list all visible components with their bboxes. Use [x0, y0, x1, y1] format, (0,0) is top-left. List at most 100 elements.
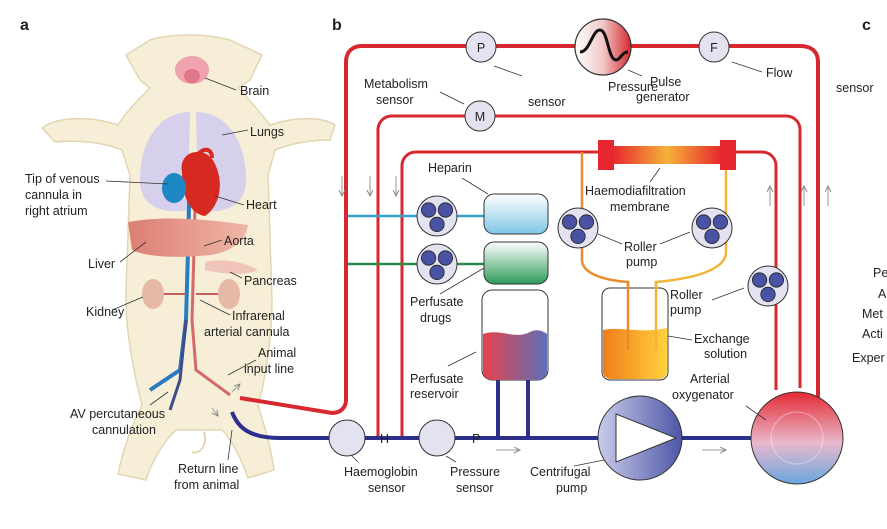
label-return-line: Return line from animal [174, 462, 239, 492]
svg-text:Roller: Roller [670, 288, 703, 302]
drug-container [483, 241, 549, 285]
svg-text:pump: pump [670, 303, 701, 317]
svg-text:Tip of venous: Tip of venous [25, 172, 100, 186]
pressure-sensor-bottom [418, 419, 456, 457]
label-infrarenal: Infrarenal arterial cannula [204, 309, 290, 339]
label-perfusate-drugs: Perfusate drugs [410, 295, 464, 325]
svg-text:cannula in: cannula in [25, 188, 82, 202]
svg-text:sensor: sensor [456, 481, 494, 495]
svg-text:Pe: Pe [873, 266, 887, 280]
label-liver: Liver [88, 257, 115, 271]
svg-text:sensor: sensor [368, 481, 406, 495]
svg-text:Perfusate: Perfusate [410, 372, 464, 386]
arterial-outer-loop [239, 44, 820, 416]
label-heart: Heart [246, 198, 277, 212]
svg-text:solution: solution [704, 347, 747, 361]
label-haemodiafiltration: Haemodiafiltration [585, 184, 686, 198]
svg-text:Pulse: Pulse [650, 75, 681, 89]
perfusate-reservoir [481, 289, 549, 381]
svg-text:from animal: from animal [174, 478, 239, 492]
svg-text:M: M [475, 110, 485, 124]
svg-text:generator: generator [636, 90, 690, 104]
centrifugal-pump [597, 395, 683, 481]
roller-pump-heparin [416, 195, 458, 237]
panel-b-letter: b [332, 17, 342, 34]
svg-text:A: A [878, 287, 887, 301]
svg-text:Metabolism: Metabolism [364, 77, 428, 91]
svg-text:Exchange: Exchange [694, 332, 750, 346]
arterial-inner-loop [400, 150, 778, 440]
panel-c-fragments: Pe A Met Acti Exper [852, 266, 887, 365]
svg-text:reservoir: reservoir [410, 387, 459, 401]
svg-text:input line: input line [244, 362, 294, 376]
liver-organ [128, 218, 248, 257]
kidney-left [142, 279, 164, 309]
label-flow: Flow [766, 66, 793, 80]
svg-text:Return line: Return line [178, 462, 238, 476]
label-lungs: Lungs [250, 125, 284, 139]
label-exchange-solution: Exchange solution [694, 332, 750, 361]
label-centrifugal-pump: Centrifugal pump [530, 465, 590, 495]
panel-c-letter: c [862, 17, 871, 34]
label-pressure-sensor-word: sensor [528, 95, 566, 109]
svg-text:Acti: Acti [862, 327, 883, 341]
label-kidney: Kidney [86, 305, 125, 319]
svg-text:arterial cannula: arterial cannula [204, 325, 290, 339]
label-brain: Brain [240, 84, 269, 98]
label-perfusate-reservoir: Perfusate reservoir [410, 372, 464, 401]
label-tip-venous: Tip of venous cannula in right atrium [25, 172, 100, 218]
svg-text:Centrifugal: Centrifugal [530, 465, 590, 479]
svg-text:drugs: drugs [420, 311, 451, 325]
right-atrium [162, 173, 186, 203]
svg-text:pump: pump [556, 481, 587, 495]
roller-pump-filtration-left [557, 207, 599, 249]
label-pressure: Pressure [608, 80, 658, 94]
label-av-cannulation: AV percutaneous cannulation [70, 407, 165, 437]
exchange-solution-container [601, 282, 669, 381]
label-membrane: membrane [610, 200, 670, 214]
heparin-container [483, 193, 549, 235]
anatomy-leaders [105, 77, 257, 461]
label-roller-pump-center: Roller pump [624, 240, 657, 269]
svg-text:right atrium: right atrium [25, 204, 88, 218]
svg-text:Met: Met [862, 307, 883, 321]
heart-organ [181, 151, 220, 216]
svg-text:cannulation: cannulation [92, 423, 156, 437]
svg-text:P: P [477, 41, 485, 55]
arterial-oxygenator [750, 391, 844, 485]
svg-text:F: F [710, 41, 718, 55]
symbol-h: H [380, 432, 389, 446]
flow-sensor: F [698, 31, 730, 63]
label-pressure-sensor-bottom: Pressure sensor [450, 465, 500, 495]
svg-text:oxygenator: oxygenator [672, 388, 734, 402]
pressure-sensor-top: P [465, 31, 497, 63]
venous-return-line [230, 411, 757, 440]
svg-text:sensor: sensor [376, 93, 414, 107]
panel-a-letter: a [20, 17, 29, 34]
svg-text:Infrarenal: Infrarenal [232, 309, 285, 323]
label-pulse-generator: Pulse generator [636, 75, 690, 104]
svg-text:Arterial: Arterial [690, 372, 730, 386]
label-roller-pump-right: Roller pump [670, 288, 703, 317]
symbol-p-bottom: P [472, 432, 480, 446]
svg-text:Animal: Animal [258, 346, 296, 360]
svg-text:AV percutaneous: AV percutaneous [70, 407, 165, 421]
label-haemoglobin-sensor: Haemoglobin sensor [344, 465, 418, 495]
svg-text:Roller: Roller [624, 240, 657, 254]
roller-pump-exchange [747, 265, 789, 307]
label-arterial-oxygenator: Arterial oxygenator [672, 372, 734, 402]
label-aorta: Aorta [224, 234, 254, 248]
roller-pump-drugs [416, 243, 458, 285]
label-animal-input: Animal input line [244, 346, 296, 376]
label-heparin: Heparin [428, 161, 472, 175]
pulse-generator [574, 18, 632, 76]
label-metabolism-sensor: Metabolism sensor [364, 77, 428, 107]
haemodiafiltration-membrane [598, 140, 736, 170]
svg-text:Pressure: Pressure [450, 465, 500, 479]
flow-arrows [211, 176, 828, 450]
roller-pump-filtration-right [691, 207, 733, 249]
svg-text:Exper: Exper [852, 351, 885, 365]
pancreas-organ [205, 260, 258, 274]
panel-c-sensor: sensor [836, 81, 874, 95]
